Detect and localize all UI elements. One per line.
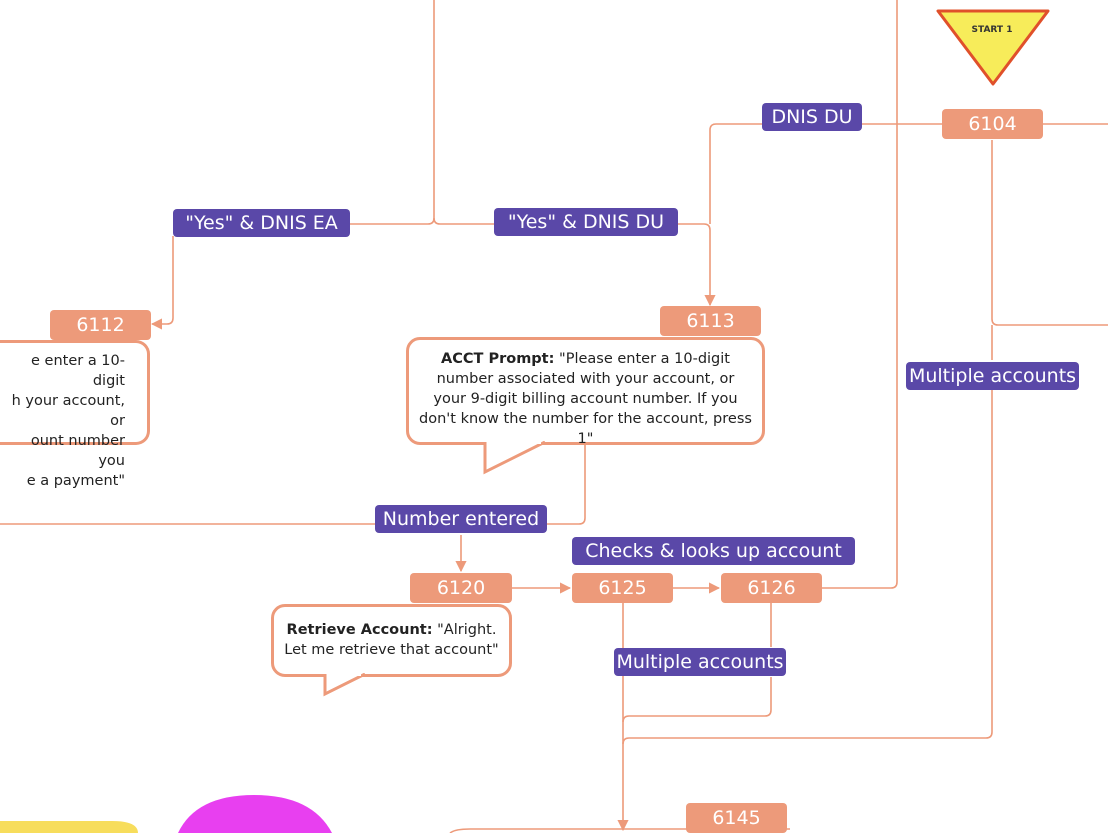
node-6125[interactable]: 6125 <box>572 573 673 603</box>
prompt-bubble-6112[interactable]: e enter a 10-digit h your account, or ou… <box>0 340 150 489</box>
acct-prompt-title: ACCT Prompt: <box>441 351 555 367</box>
prompt-line-3: ount number you <box>30 433 125 469</box>
retrieve-bubble-tail <box>323 673 366 697</box>
acct-bubble-tail <box>483 441 546 475</box>
connector-6145-box-top <box>449 828 790 833</box>
node-6113[interactable]: 6113 <box>660 306 761 336</box>
prompt-line-2: h your account, or <box>11 393 125 429</box>
acct-prompt-text: "Please enter a 10-digit number associat… <box>419 351 752 447</box>
start-triangle-icon[interactable] <box>934 8 1052 88</box>
prompt-line-1: e enter a 10-digit <box>31 353 125 389</box>
connector-top-right-to-6126 <box>822 0 898 589</box>
label-dnis-du[interactable]: DNIS DU <box>762 103 862 131</box>
retrieve-account-title: Retrieve Account: <box>286 622 433 638</box>
node-6104[interactable]: 6104 <box>942 109 1043 139</box>
connector-top-junction <box>350 0 435 225</box>
node-6120[interactable]: 6120 <box>410 573 512 603</box>
label-yes-dnis-ea[interactable]: "Yes" & DNIS EA <box>173 209 350 237</box>
node-6145[interactable]: 6145 <box>686 803 787 833</box>
connector-dnis-du-down <box>709 123 762 224</box>
acct-prompt-bubble[interactable]: ACCT Prompt: "Please enter a 10-digit nu… <box>406 337 765 447</box>
label-number-entered[interactable]: Number entered <box>375 505 547 533</box>
connector-yes-du-to-6113 <box>678 223 716 307</box>
start-label: START 1 <box>971 25 1013 35</box>
connector-yes-ea-to-6112 <box>150 236 174 330</box>
magenta-circle[interactable] <box>176 795 336 833</box>
label-checks-looks-up-account[interactable]: Checks & looks up account <box>572 537 855 565</box>
node-6126[interactable]: 6126 <box>721 573 822 603</box>
retrieve-account-bubble[interactable]: Retrieve Account: "Alright. Let me retri… <box>271 604 512 677</box>
connector-multi-bottom-down <box>622 677 772 723</box>
label-multiple-accounts-bottom[interactable]: Multiple accounts <box>614 648 786 676</box>
yellow-shape[interactable] <box>0 818 140 833</box>
label-yes-dnis-du[interactable]: "Yes" & DNIS DU <box>494 208 678 236</box>
node-6112[interactable]: 6112 <box>50 310 151 340</box>
retrieve-account-text: "Alright. Let me retrieve that account" <box>284 622 499 658</box>
connector-junction-to-yes-du <box>433 217 494 225</box>
prompt-line-4: e a payment" <box>26 473 125 489</box>
label-multiple-accounts-right[interactable]: Multiple accounts <box>906 362 1079 390</box>
connector-6104-down <box>991 140 1108 326</box>
connector-acct-to-number <box>547 445 586 525</box>
